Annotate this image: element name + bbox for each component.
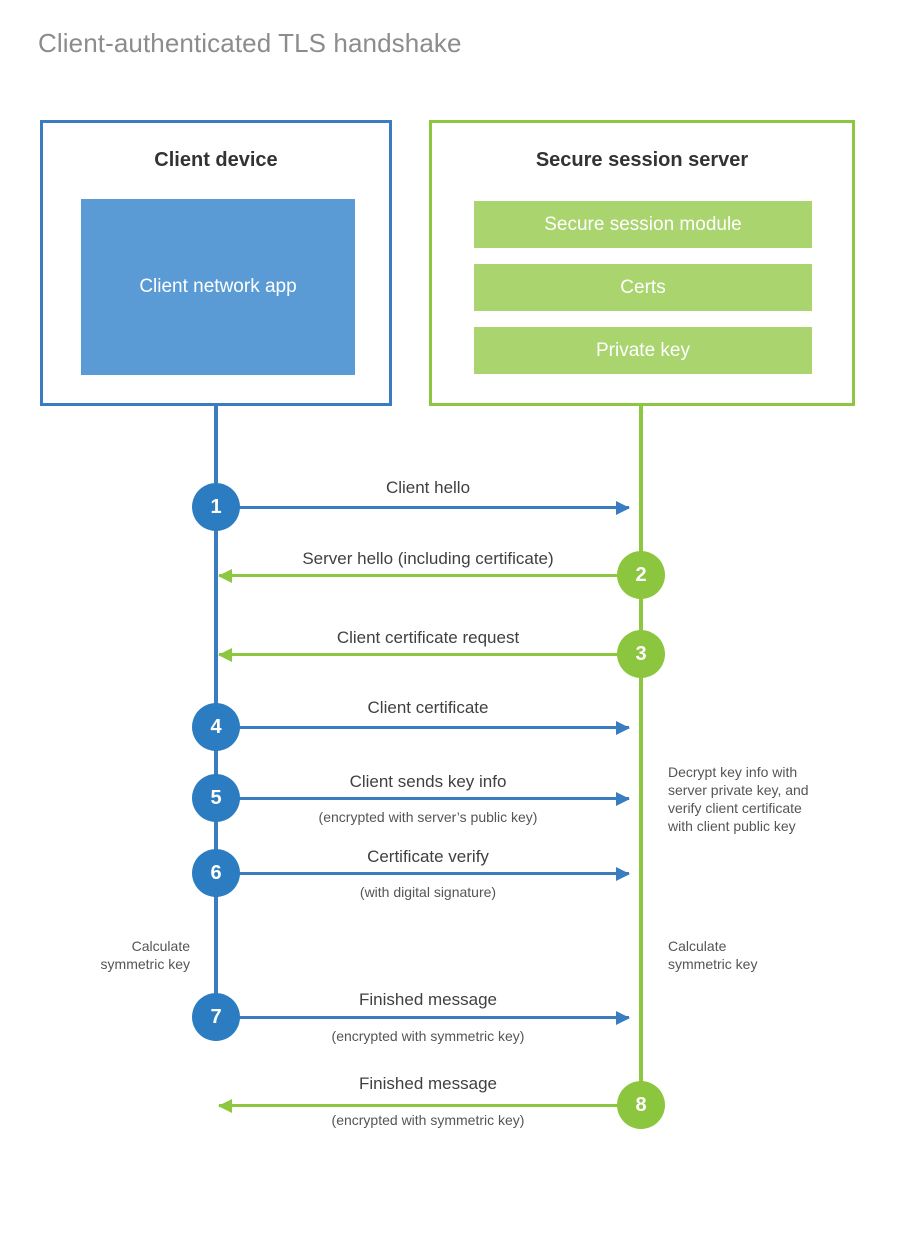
secure-session-server-panel: Secure session server Secure session mod…	[429, 120, 855, 406]
server-lifeline	[639, 405, 643, 1107]
step-7-label: Finished message	[359, 990, 497, 1009]
step-6-label: Certificate verify	[367, 847, 489, 866]
step-3-label: Client certificate request	[336, 628, 520, 647]
page-title: Client-authenticated TLS handshake	[38, 28, 462, 58]
step-7-arrow-client-to-server	[216, 1010, 630, 1025]
note-server-decrypt-line-3: verify client certificate	[668, 800, 802, 816]
step-5-badge: 5	[192, 774, 240, 822]
client-device-panel: Client device Client network app	[40, 120, 392, 406]
note-client-calc-line-1: Calculate	[131, 938, 190, 954]
step-8-badge: 8	[617, 1081, 665, 1129]
step-1-arrow-client-to-server	[216, 500, 630, 515]
step-7-sublabel: (encrypted with symmetric key)	[331, 1028, 525, 1044]
step-4-arrow-client-to-server	[216, 720, 630, 735]
note-server-decrypt-line-4: with client public key	[668, 818, 796, 834]
step-4-label: Client certificate	[367, 698, 489, 717]
note-client-calc-line-2: symmetric key	[100, 956, 190, 972]
client-device-title: Client device	[154, 149, 278, 171]
step-2-arrow-server-to-client	[218, 568, 639, 583]
module-private-key: Private key	[474, 327, 812, 374]
note-client-calculate-symmetric-key: Calculate symmetric key	[0, 937, 190, 973]
note-server-calc-line-1: Calculate	[668, 938, 727, 954]
secure-session-server-title: Secure session server	[535, 149, 749, 171]
step-6-badge: 6	[192, 849, 240, 897]
step-6-sublabel: (with digital signature)	[359, 884, 497, 900]
note-server-calculate-symmetric-key: Calculate symmetric key	[668, 937, 868, 973]
note-server-decrypt: Decrypt key info with server private key…	[668, 763, 868, 835]
note-server-calc-line-2: symmetric key	[668, 956, 758, 972]
client-network-app-box: Client network app	[81, 199, 355, 375]
step-7-badge: 7	[192, 993, 240, 1041]
step-8-sublabel: (encrypted with symmetric key)	[331, 1112, 525, 1128]
step-6-arrow-client-to-server	[216, 866, 630, 881]
step-3-arrow-server-to-client	[218, 647, 639, 662]
step-5-label: Client sends key info	[349, 772, 507, 791]
module-secure-session-module: Secure session module	[474, 201, 812, 248]
step-2-badge: 2	[617, 551, 665, 599]
step-8-label: Finished message	[359, 1074, 497, 1093]
step-5-sublabel: (encrypted with server’s public key)	[318, 809, 538, 825]
step-5-arrow-client-to-server	[216, 791, 630, 806]
step-4-badge: 4	[192, 703, 240, 751]
step-1-badge: 1	[192, 483, 240, 531]
note-server-decrypt-line-2: server private key, and	[668, 782, 809, 798]
note-server-decrypt-line-1: Decrypt key info with	[668, 764, 798, 780]
step-1-label: Client hello	[385, 478, 471, 497]
step-3-badge: 3	[617, 630, 665, 678]
step-2-label: Server hello (including certificate)	[302, 549, 554, 568]
step-8-arrow-server-to-client	[218, 1098, 639, 1113]
module-certs: Certs	[474, 264, 812, 311]
